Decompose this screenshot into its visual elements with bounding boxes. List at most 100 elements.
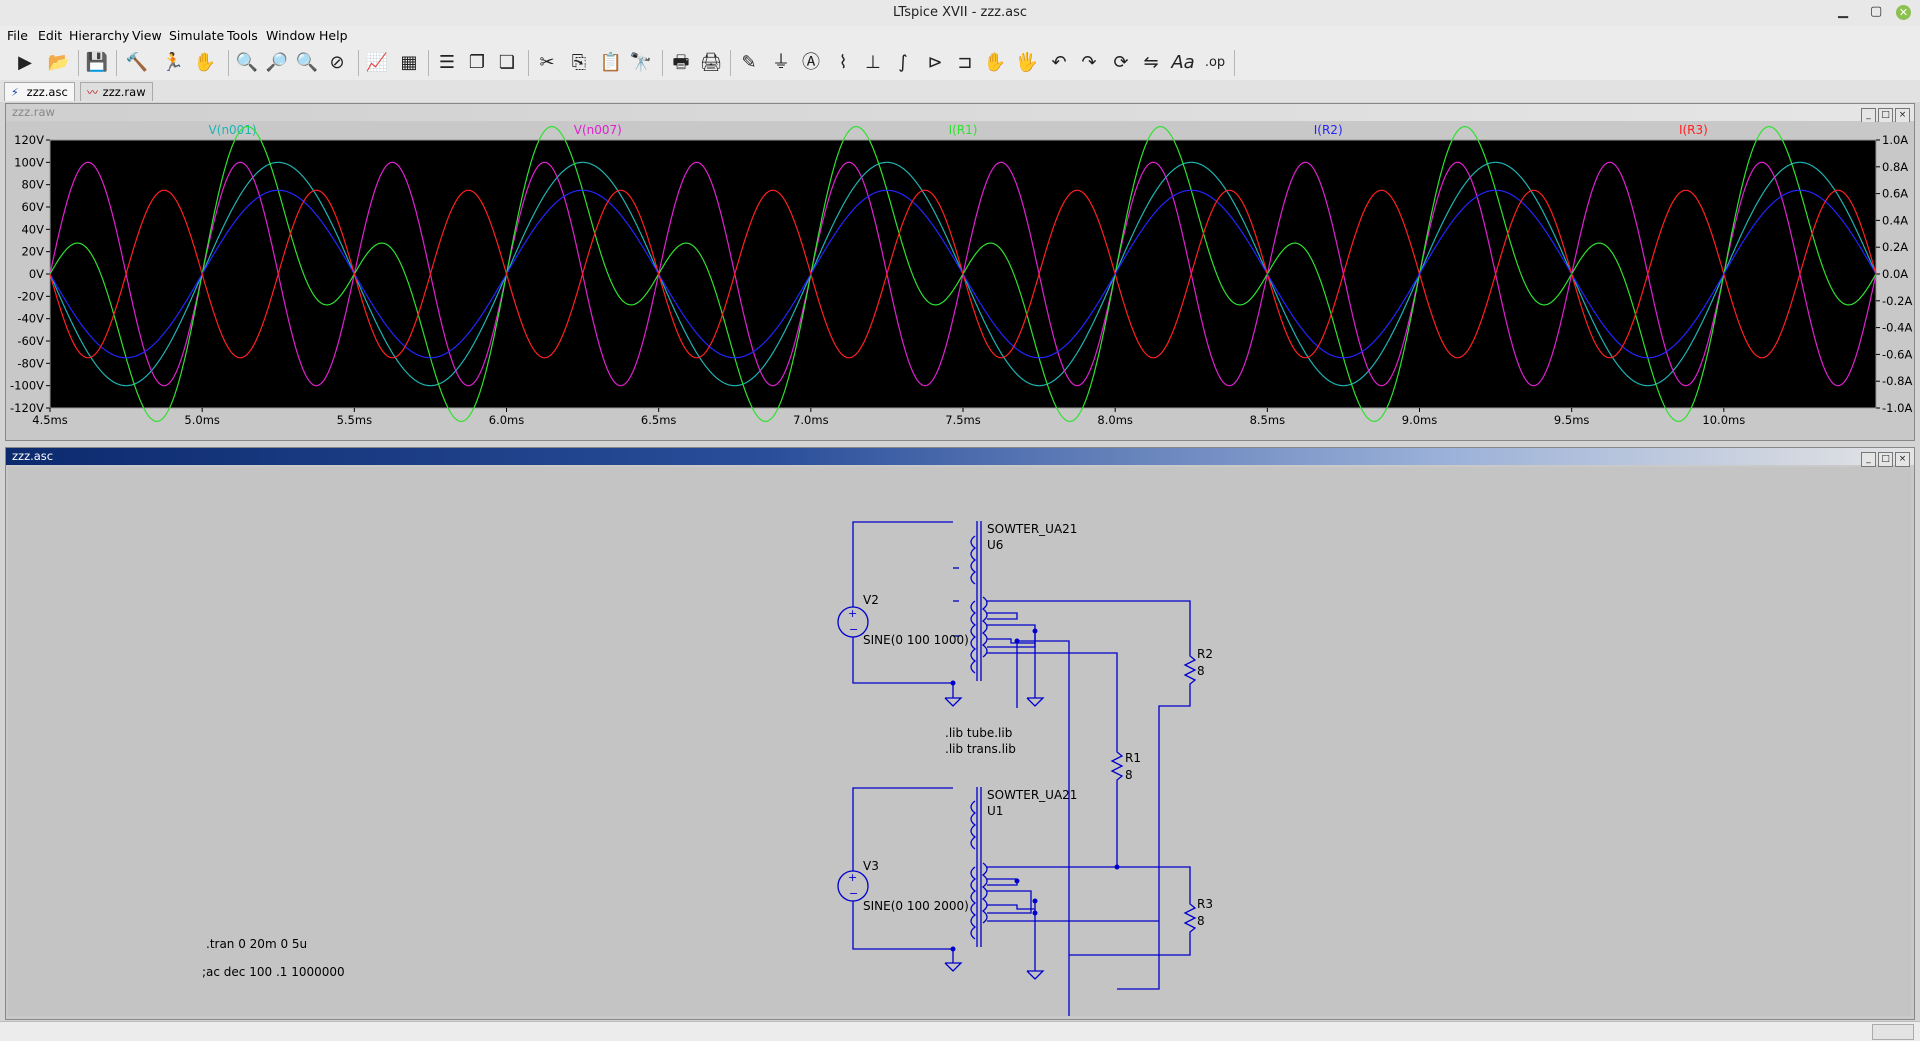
menu-bar: File Edit Hierarchy View Simulate Tools … [0, 26, 1920, 46]
trace-label[interactable]: V(n001) [209, 123, 257, 137]
v2-source-symbol [837, 606, 869, 638]
r3-name-label: R3 [1197, 897, 1213, 911]
redo-icon[interactable]: ↷ [1081, 52, 1097, 73]
u1-secondary-coil-right [981, 862, 988, 924]
halt-icon[interactable]: 🏃 [161, 52, 185, 73]
y-left-tick-label: -40V [17, 312, 44, 326]
rotate-icon[interactable]: ⟳ [1113, 52, 1129, 73]
component-icon[interactable]: ⊐ [957, 52, 973, 73]
close-icon[interactable]: ✕ [1896, 5, 1911, 20]
menu-file[interactable]: File [7, 28, 28, 43]
run-icon[interactable]: ▶ [18, 52, 32, 73]
schematic-canvas[interactable]: + − [8, 467, 1911, 1041]
u6-model-label: SOWTER_UA21 [987, 522, 1077, 536]
menu-view[interactable]: View [132, 28, 162, 43]
r2-resistor [1117, 653, 1197, 990]
move-icon[interactable]: ✋ [983, 52, 1007, 73]
zoom-pan-icon[interactable]: 🔎 [265, 52, 289, 73]
r3-resistor [1069, 901, 1197, 956]
ground-icon[interactable]: ⏚ [772, 52, 790, 73]
menu-simulate[interactable]: Simulate [169, 28, 225, 43]
drag-icon[interactable]: 🖐 [1015, 52, 1039, 73]
ground-icon [944, 697, 963, 707]
minimize-icon[interactable]: ▁ [1838, 4, 1848, 19]
undo-icon[interactable]: ↶ [1051, 52, 1067, 73]
x-tick-label: 10.0ms [1702, 413, 1745, 427]
tab-zzz-raw[interactable]: 〰 zzz.raw [80, 82, 153, 101]
schematic-window-title: zzz.asc [12, 449, 54, 463]
inductor-icon[interactable]: ∫ [898, 52, 908, 73]
save-icon[interactable]: 💾 [85, 52, 109, 73]
waveform-window-header: zzz.raw _□× [6, 104, 1914, 123]
window-close-button[interactable]: × [1895, 108, 1910, 123]
v3-loop-wire [852, 787, 953, 950]
y-right-tick-label: -0.2A [1882, 294, 1912, 308]
y-right-tick-label: -0.6A [1882, 347, 1912, 361]
window-minimize-button[interactable]: _ [1861, 452, 1876, 467]
ground-icon [1026, 970, 1045, 980]
title-bar: LTspice XVII - zzz.asc ▁ ▢ ✕ [0, 0, 1920, 27]
waveform-icon: 〰 [87, 86, 98, 99]
zoom-fit-icon[interactable]: ⊘ [329, 52, 345, 73]
menu-window[interactable]: Window [266, 28, 316, 43]
ground-icon [1026, 697, 1045, 707]
v2-value-label: SINE(0 100 1000) [863, 633, 969, 647]
x-tick-label: 8.5ms [1250, 413, 1285, 427]
trace-label[interactable]: V(n007) [574, 123, 622, 137]
text-icon[interactable]: Aa [1171, 52, 1195, 73]
tile-vertical-icon[interactable]: ❏ [498, 52, 516, 73]
window-minimize-button[interactable]: _ [1861, 108, 1876, 123]
window-restore-button[interactable]: □ [1878, 452, 1893, 467]
status-cell [1872, 1024, 1914, 1040]
x-tick-label: 7.0ms [793, 413, 828, 427]
paste-icon[interactable]: 📋 [599, 52, 623, 73]
x-tick-label: 9.0ms [1402, 413, 1437, 427]
cascade-icon[interactable]: ❐ [468, 52, 486, 73]
copy-icon[interactable]: ⎘ [571, 52, 587, 73]
x-tick-label: 6.5ms [641, 413, 676, 427]
cut-icon[interactable]: ✂ [539, 52, 555, 73]
label-net-icon[interactable]: Ⓐ [802, 52, 820, 73]
maximize-icon[interactable]: ▢ [1870, 4, 1883, 19]
v2-name-label: V2 [863, 593, 879, 607]
mirror-icon[interactable]: ⇋ [1143, 52, 1159, 73]
menu-help[interactable]: Help [319, 28, 348, 43]
spice-directive-icon[interactable]: .op [1204, 55, 1226, 70]
zoom-out-icon[interactable]: 🔍 [295, 52, 319, 73]
window-restore-button[interactable]: □ [1878, 108, 1893, 123]
zoom-in-icon[interactable]: 🔍 [235, 52, 259, 73]
trace-label[interactable]: I(R2) [1314, 123, 1343, 137]
lib-tube-directive: .lib tube.lib [945, 726, 1012, 740]
resistor-icon[interactable]: ⌇ [838, 52, 848, 73]
pan-hand-icon[interactable]: ✋ [193, 52, 217, 73]
ground-icon [944, 962, 963, 972]
menu-hierarchy[interactable]: Hierarchy [69, 28, 130, 43]
lib-trans-directive: .lib trans.lib [945, 742, 1016, 756]
diode-icon[interactable]: ⊳ [927, 52, 943, 73]
open-folder-icon[interactable]: 📂 [47, 52, 71, 73]
y-right-tick-label: 0.6A [1882, 187, 1908, 201]
menu-edit[interactable]: Edit [38, 28, 63, 43]
y-left-tick-label: 40V [21, 222, 44, 236]
control-panel-icon[interactable]: 🔨 [125, 52, 149, 73]
y-right-tick-label: 0.0A [1882, 267, 1908, 281]
trace-label[interactable]: I(R3) [1679, 123, 1708, 137]
window-close-button[interactable]: × [1895, 452, 1910, 467]
v3-value-label: SINE(0 100 2000) [863, 899, 969, 913]
u6-secondary-coil-right [981, 596, 988, 658]
menu-tools[interactable]: Tools [227, 28, 258, 43]
autorange-icon[interactable]: 📈 [365, 52, 389, 73]
tab-zzz-asc[interactable]: ⚡ zzz.asc [4, 82, 75, 101]
find-icon[interactable]: 🔭 [629, 52, 653, 73]
print-icon[interactable]: 🖨 [699, 52, 723, 73]
u1-primary-coil [970, 800, 977, 850]
print-setup-icon[interactable]: 🖶 [672, 52, 690, 73]
u1-secondary-coil [970, 866, 977, 940]
capacitor-icon[interactable]: ⊥ [865, 52, 881, 73]
wire-icon[interactable]: ✎ [741, 52, 757, 73]
y-left-tick-label: 100V [14, 155, 44, 169]
tile-horizontal-icon[interactable]: ☰ [438, 52, 456, 73]
grid-icon[interactable]: ▦ [400, 52, 418, 73]
trace-label[interactable]: I(R1) [949, 123, 978, 137]
